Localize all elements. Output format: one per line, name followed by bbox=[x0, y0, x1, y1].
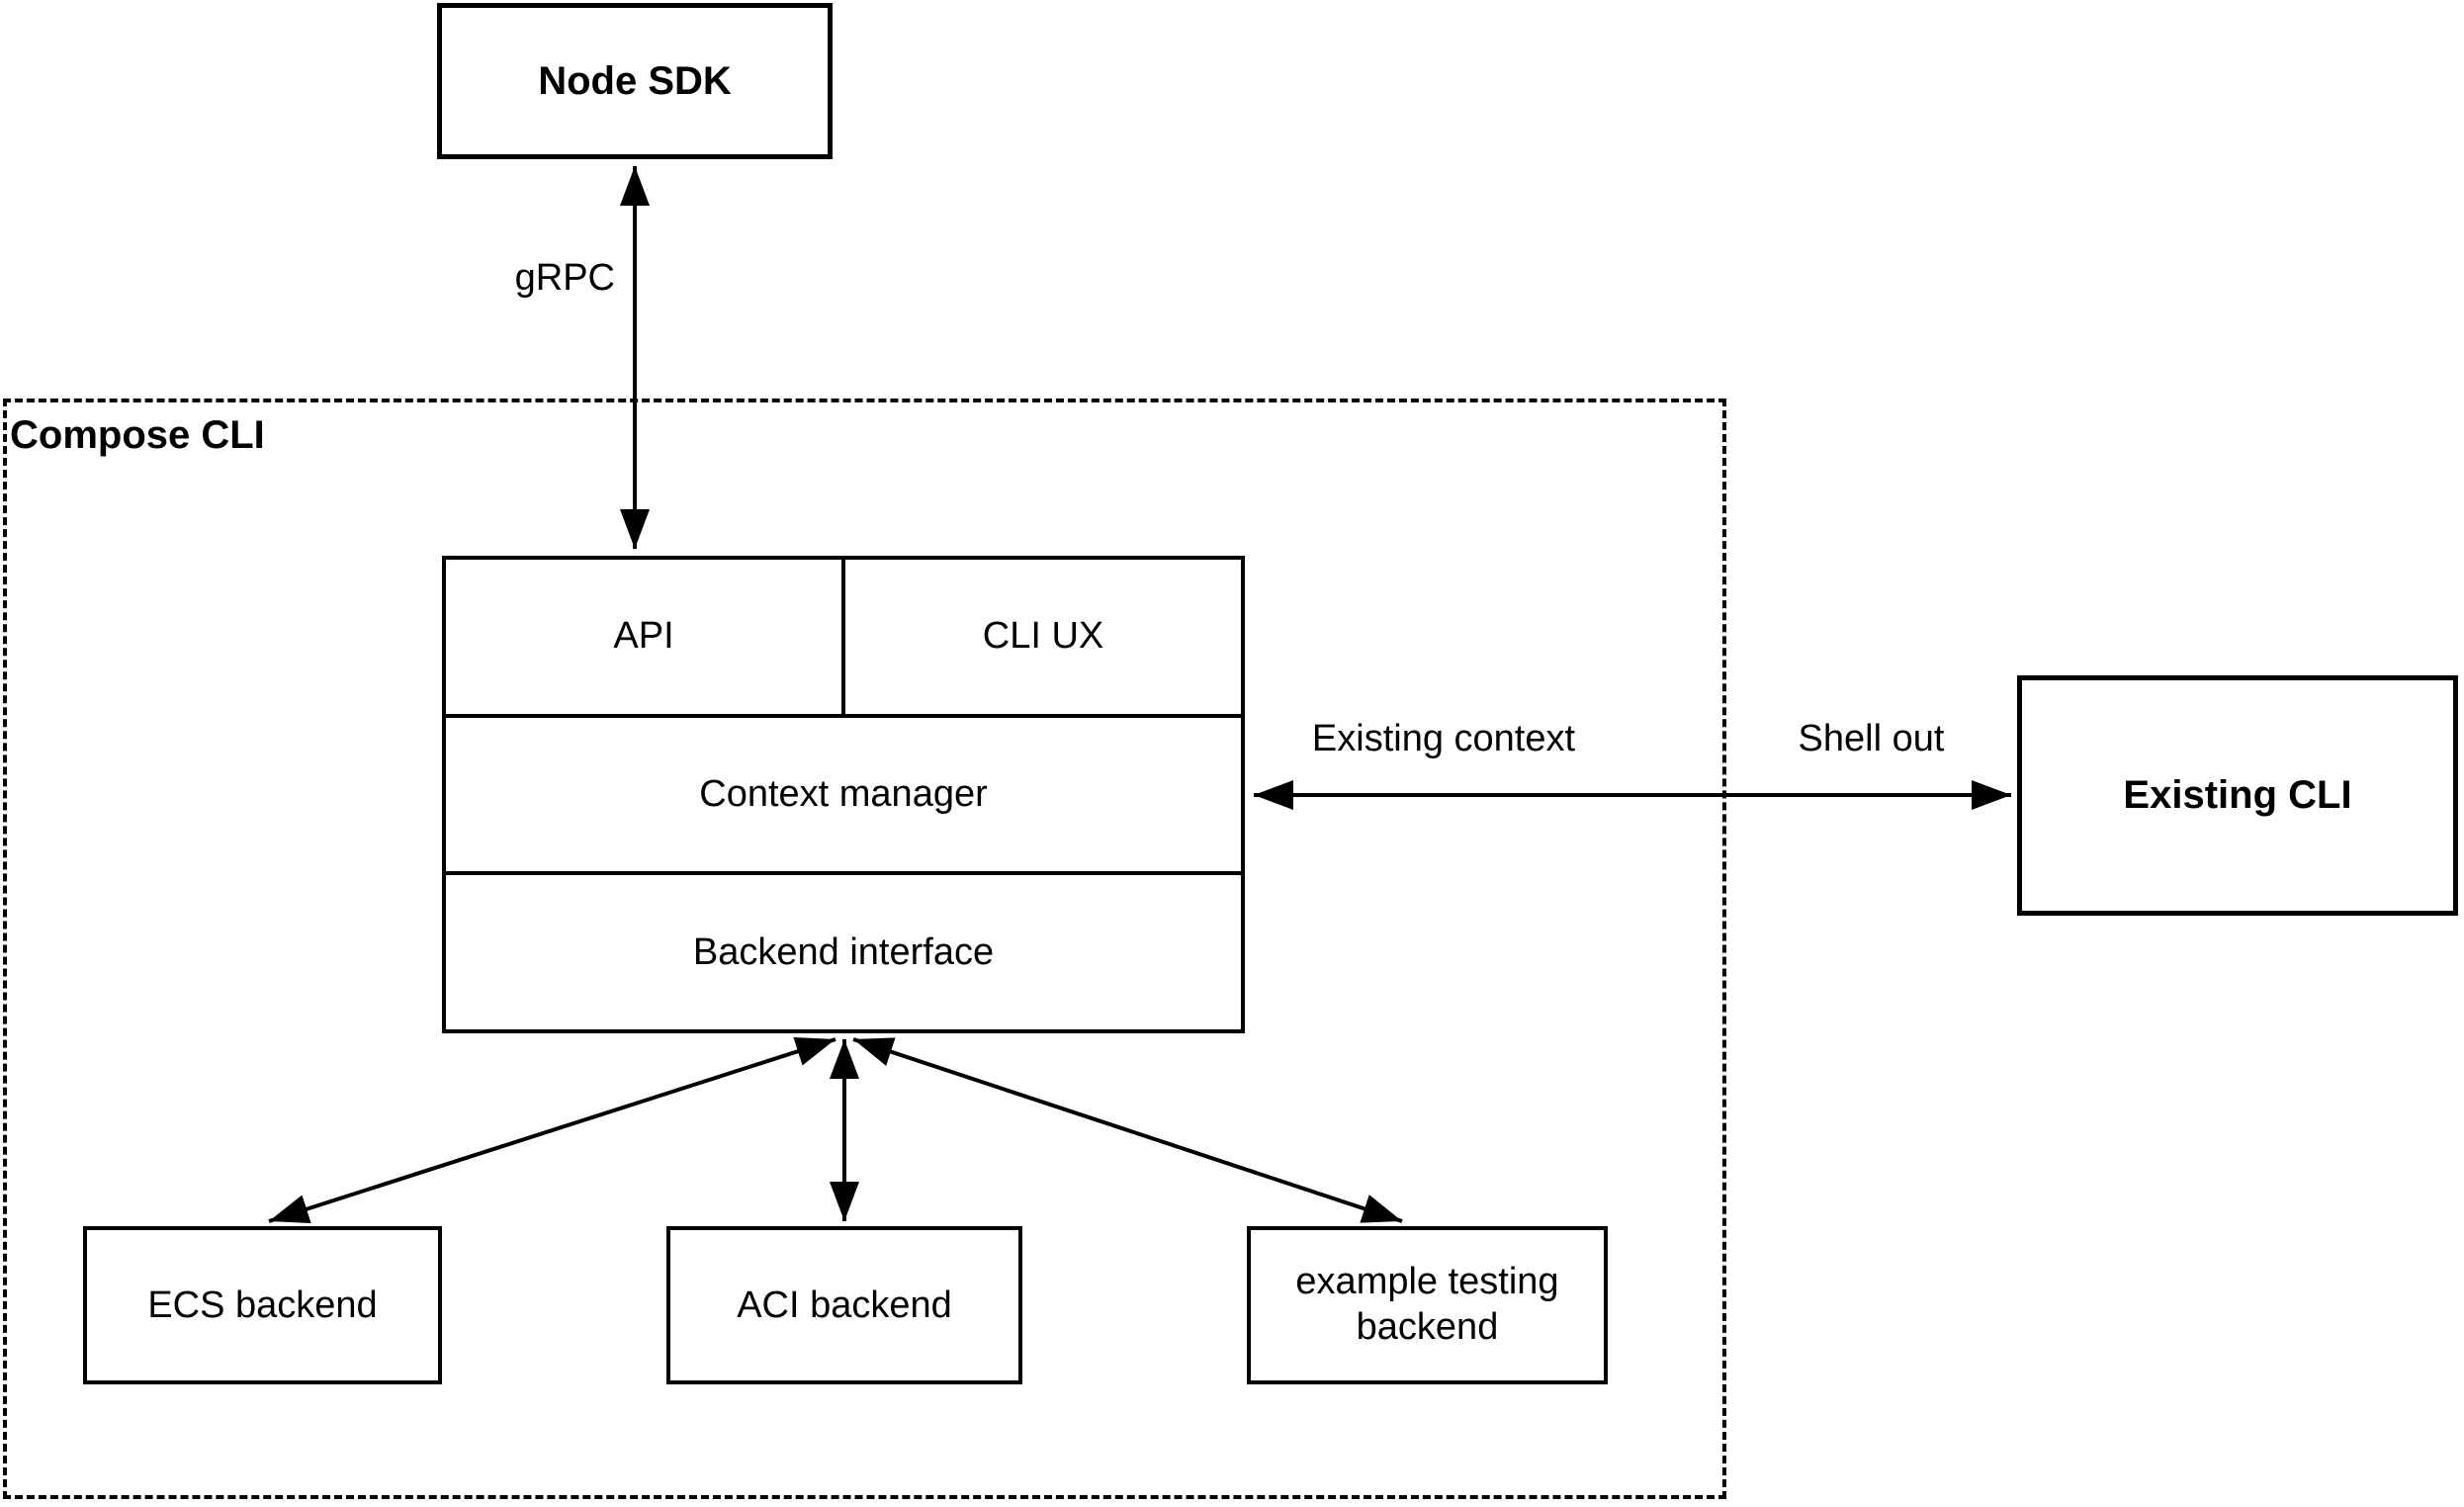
ecs-backend-label: ECS backend bbox=[147, 1284, 378, 1326]
api-label: API bbox=[613, 615, 674, 658]
cli-ux-cell: CLI UX bbox=[845, 560, 1241, 714]
api-cell: API bbox=[446, 560, 845, 714]
shell-out-edge-label: Shell out bbox=[1798, 718, 1945, 759]
context-manager-row: Context manager bbox=[446, 713, 1241, 872]
node-sdk-box: Node SDK bbox=[437, 3, 833, 159]
backend-interface-label: Backend interface bbox=[692, 931, 995, 973]
context-manager-label: Context manager bbox=[699, 773, 988, 815]
grpc-edge-label: gRPC bbox=[514, 257, 615, 299]
cli-ux-label: CLI UX bbox=[982, 615, 1104, 658]
compose-cli-group-box bbox=[3, 399, 1726, 1499]
existing-cli-label: Existing CLI bbox=[2123, 773, 2352, 817]
aci-backend-label: ACI backend bbox=[737, 1284, 952, 1326]
node-sdk-label: Node SDK bbox=[538, 58, 732, 103]
example-testing-backend-box: example testing backend bbox=[1247, 1226, 1608, 1384]
aci-backend-box: ACI backend bbox=[666, 1226, 1022, 1384]
existing-cli-box: Existing CLI bbox=[2017, 675, 2458, 916]
compose-cli-group-label: Compose CLI bbox=[10, 413, 265, 457]
backend-interface-row: Backend interface bbox=[446, 871, 1241, 1029]
existing-context-edge-label: Existing context bbox=[1311, 718, 1576, 759]
api-cliux-row: API CLI UX bbox=[446, 560, 1241, 714]
ecs-backend-box: ECS backend bbox=[83, 1226, 442, 1384]
example-testing-backend-label: example testing backend bbox=[1295, 1261, 1559, 1348]
compose-cli-core-box: API CLI UX Context manager Backend inter… bbox=[442, 556, 1245, 1033]
